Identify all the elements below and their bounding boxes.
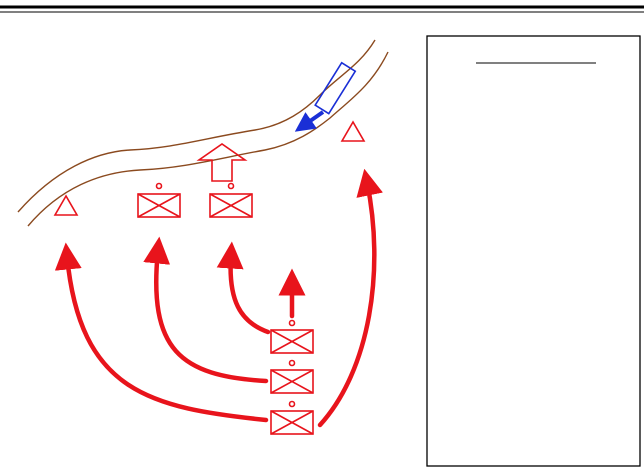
- maneuver-arrow: [216, 241, 271, 335]
- header-rule: [0, 5, 644, 13]
- legend-panel: [426, 35, 641, 467]
- infantry-unit-icon: [270, 359, 314, 394]
- river: [17, 39, 389, 227]
- maneuver-arrow: [143, 236, 269, 384]
- triangle-icon: [53, 194, 79, 216]
- movement-arrows: [54, 168, 383, 428]
- enemy-withdrawal-arrow: [294, 110, 325, 132]
- infantry-unit-icon: [209, 182, 253, 218]
- infantry-unit-icon: [137, 182, 181, 218]
- maneuver-arrow: [54, 242, 269, 423]
- triangle-icon: [340, 120, 366, 142]
- infantry-unit-icon: [270, 319, 314, 354]
- infantry-unit-icon: [270, 400, 314, 435]
- crossing-arrow-icon: [196, 143, 248, 182]
- river-bank-north: [17, 39, 376, 213]
- maneuver-arrow: [317, 168, 383, 428]
- enemy-unit-icon: [314, 61, 357, 115]
- river-bank-south: [27, 51, 389, 227]
